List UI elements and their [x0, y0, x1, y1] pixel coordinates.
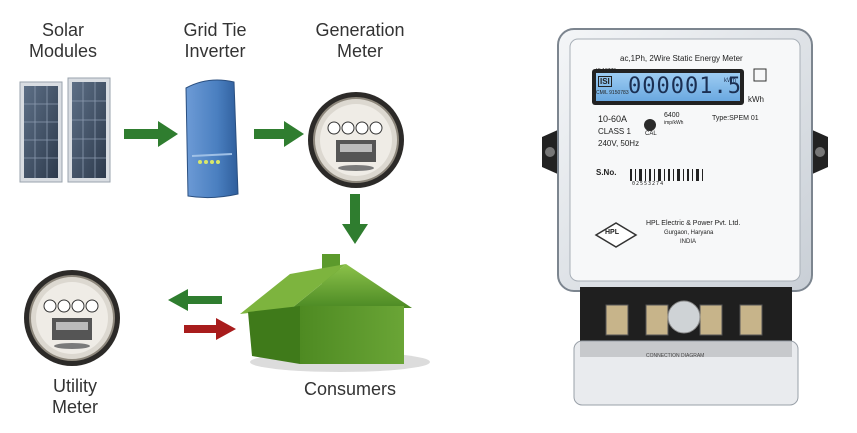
meter-city: Gurgaon, Haryana: [664, 230, 714, 236]
meter-cert-code: IS 13779: [596, 68, 617, 74]
label-generation-line1: Generation: [315, 20, 405, 40]
meter-type: Type:SPEM 01: [712, 115, 759, 122]
meter-serial-number: 02553274: [632, 181, 665, 187]
meter-lcd-reading: 000001.5: [628, 74, 742, 99]
meter-class: CLASS 1: [598, 127, 631, 136]
meter-serial-label: S.No.: [596, 168, 617, 177]
label-utility-line1: Utility: [53, 376, 97, 396]
meter-country: INDIA: [680, 239, 697, 245]
label-utility-meter: Utility Meter: [20, 376, 130, 418]
analog-meter-icon: [308, 92, 404, 188]
meter-lcd-unit-top: kWh: [724, 78, 736, 84]
meter-license: CM/L 9150783: [596, 90, 629, 96]
meter-terminal-label: CONNECTION DIAGRAM: [646, 353, 705, 359]
label-generation-meter: Generation Meter: [300, 20, 420, 62]
label-inverter-line1: Grid Tie: [183, 20, 247, 40]
label-generation-line2: Meter: [336, 41, 383, 61]
meter-maker: HPL Electric & Power Pvt. Ltd.: [646, 220, 741, 227]
label-inverter-line2: Inverter: [184, 41, 246, 61]
label-consumers: Consumers: [303, 379, 397, 399]
meter-rating: 10-60A: [598, 114, 628, 124]
label-utility-line2: Meter: [51, 397, 98, 417]
meter-unit: kWh: [748, 95, 764, 104]
arrow-right-icon: [184, 318, 236, 340]
meter-constant-unit: imp/kWh: [664, 120, 684, 126]
meter-header-text: ac,1Ph, 2Wire Static Energy Meter: [620, 54, 743, 63]
label-solar-line1: Solar: [41, 20, 85, 40]
static-energy-meter-icon: [542, 28, 828, 406]
arrow-right-icon: [254, 121, 304, 147]
green-house-icon: [240, 254, 430, 372]
arrow-left-icon: [168, 289, 222, 311]
solar-panel-icon: [19, 77, 111, 183]
meter-cert-mark: ISI: [598, 76, 612, 87]
meter-constant: 6400: [664, 112, 680, 119]
label-grid-tie-inverter: Grid Tie Inverter: [160, 20, 270, 62]
arrow-right-icon: [124, 121, 178, 147]
label-solar-modules: Solar Modules: [8, 20, 118, 62]
meter-cal: CAL: [645, 131, 657, 137]
inverter-icon: [185, 79, 239, 199]
label-solar-line2: Modules: [28, 41, 98, 61]
meter-brand: HPL: [605, 229, 619, 236]
analog-meter-icon: [24, 270, 120, 366]
arrow-down-icon: [342, 194, 368, 244]
meter-supply: 240V, 50Hz: [598, 139, 640, 148]
